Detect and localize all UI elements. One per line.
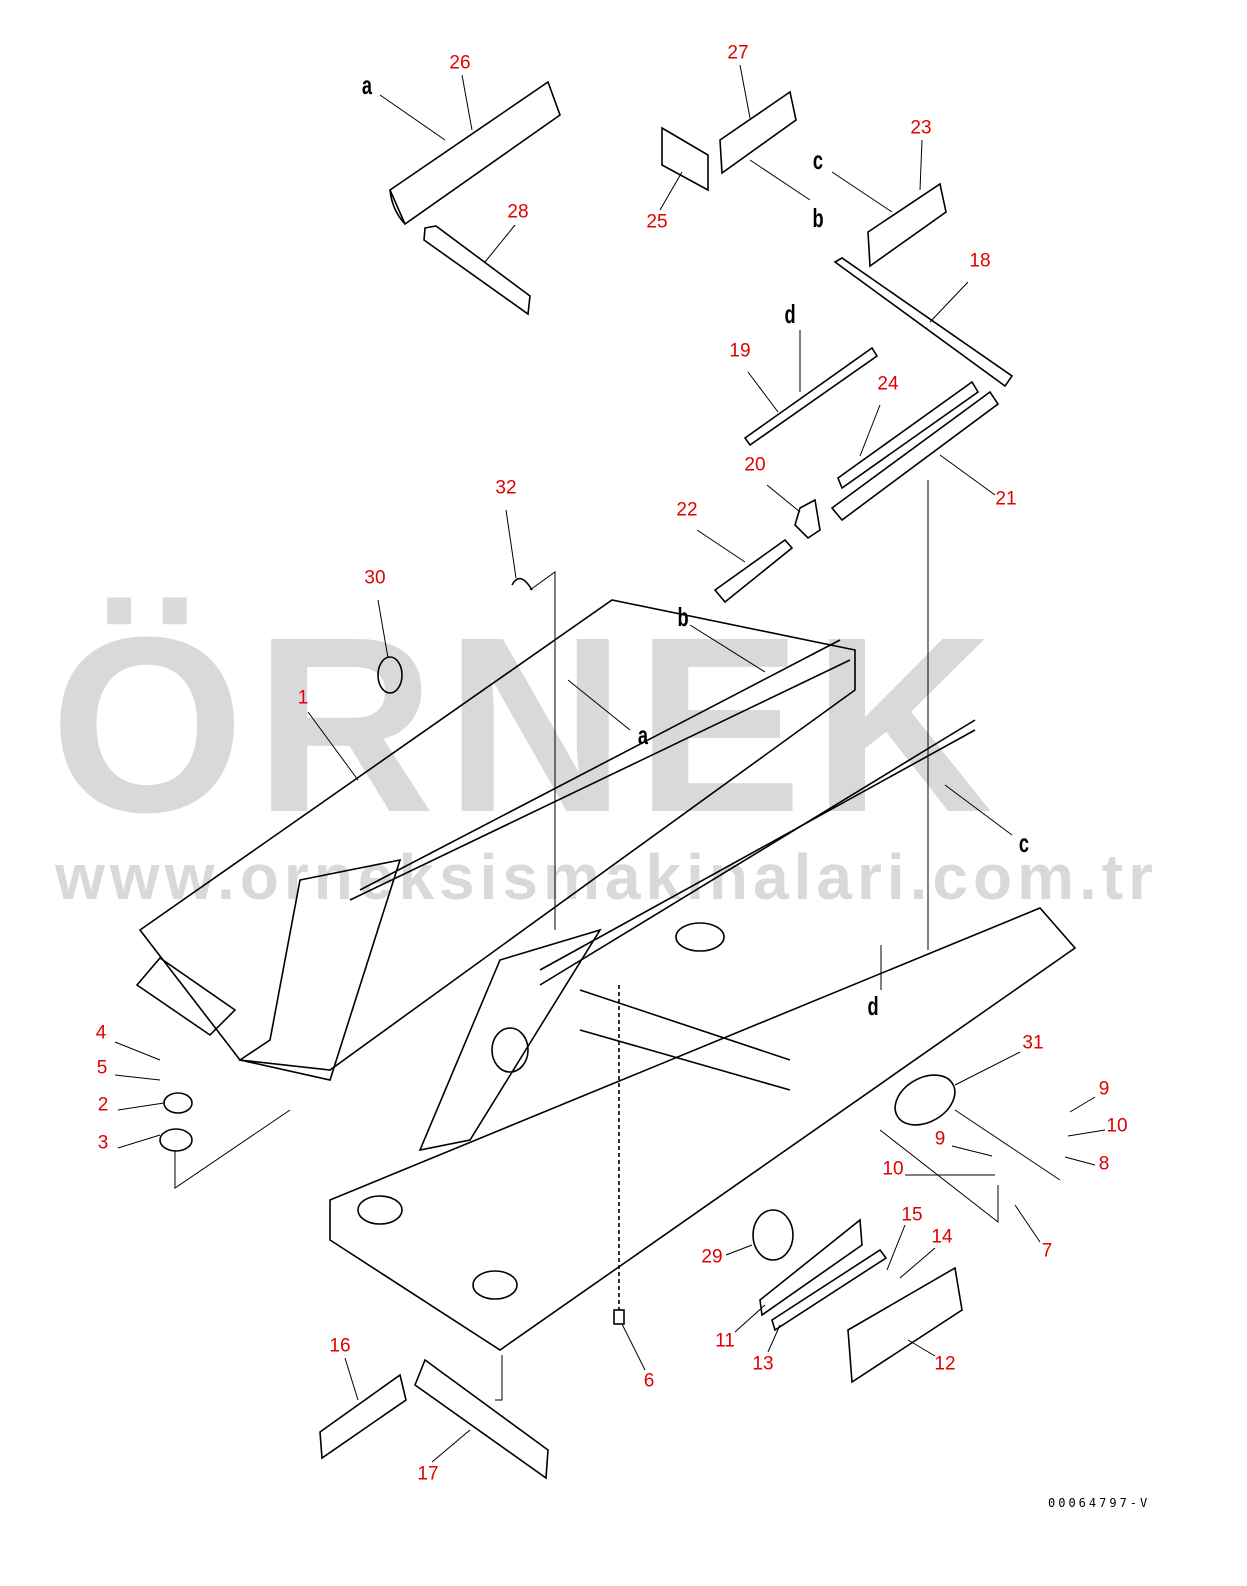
callout-11: 11	[715, 1330, 735, 1352]
part-6	[613, 985, 625, 1325]
ref-letter-a-frame: a	[637, 720, 649, 750]
callout-30: 30	[364, 567, 386, 589]
leader-lines	[114, 64, 1106, 1463]
part-29	[752, 1209, 794, 1261]
callout-3: 3	[97, 1132, 109, 1154]
ref-letter-c-frame: c	[1018, 828, 1030, 858]
callout-6: 6	[643, 1370, 655, 1392]
callout-10b: 10	[882, 1158, 904, 1180]
part-2	[163, 1092, 193, 1114]
callout-13: 13	[752, 1353, 774, 1375]
callout-10: 10	[1106, 1115, 1128, 1137]
callout-7: 7	[1041, 1240, 1053, 1262]
callout-22: 22	[676, 499, 698, 521]
drawing-code: 00064797-V	[1048, 1496, 1151, 1510]
callout-19: 19	[729, 340, 751, 362]
callout-24: 24	[877, 373, 899, 395]
callout-5: 5	[96, 1057, 108, 1079]
callout-32: 32	[495, 477, 517, 499]
part-12	[847, 1266, 963, 1384]
callout-28: 28	[507, 201, 529, 223]
callout-9b: 9	[934, 1128, 946, 1150]
watermark-logo: ÖRNEK	[50, 585, 1003, 864]
callout-25: 25	[646, 211, 668, 233]
part-30	[377, 656, 403, 694]
ref-letter-b-frame: b	[677, 602, 689, 632]
callout-23: 23	[910, 117, 932, 139]
callout-16: 16	[329, 1335, 351, 1357]
part-21	[830, 390, 1000, 522]
callout-15: 15	[901, 1204, 923, 1226]
part-28	[423, 225, 531, 316]
callout-31: 31	[1022, 1032, 1044, 1054]
callout-9: 9	[1098, 1078, 1110, 1100]
callout-20: 20	[744, 454, 766, 476]
part-26	[388, 80, 561, 226]
part-23	[867, 182, 947, 268]
part-16	[319, 1373, 407, 1460]
callout-12: 12	[934, 1353, 956, 1375]
callout-29: 29	[701, 1246, 723, 1268]
part-32	[511, 577, 533, 591]
part-24	[837, 380, 980, 490]
callout-21: 21	[995, 488, 1017, 510]
ref-letter-c: c	[812, 145, 824, 175]
part-3	[159, 1128, 193, 1152]
callout-26: 26	[449, 52, 471, 74]
part-18	[833, 257, 1014, 388]
part-11	[759, 1218, 863, 1317]
part-22	[713, 538, 794, 604]
callout-27: 27	[727, 42, 749, 64]
callout-18: 18	[969, 250, 991, 272]
ref-letter-a: a	[361, 70, 373, 100]
part-13	[771, 1248, 888, 1332]
callout-4: 4	[95, 1022, 107, 1044]
callout-17: 17	[417, 1463, 439, 1485]
main-frame-1	[135, 599, 1077, 1351]
part-20	[794, 498, 821, 540]
callout-14: 14	[931, 1226, 953, 1248]
part-31	[894, 1074, 956, 1126]
ref-letter-d-frame: d	[867, 991, 879, 1021]
part-17	[414, 1358, 549, 1480]
callout-1: 1	[297, 687, 309, 709]
ref-letter-b: b	[812, 203, 824, 233]
ref-letter-d: d	[784, 299, 796, 329]
part-27	[719, 90, 797, 175]
part-25	[661, 126, 709, 192]
callout-8: 8	[1098, 1153, 1110, 1175]
part-19	[743, 346, 879, 447]
callout-2: 2	[97, 1094, 109, 1116]
watermark-url: www.orneksismakinalari.com.tr	[55, 841, 1158, 913]
